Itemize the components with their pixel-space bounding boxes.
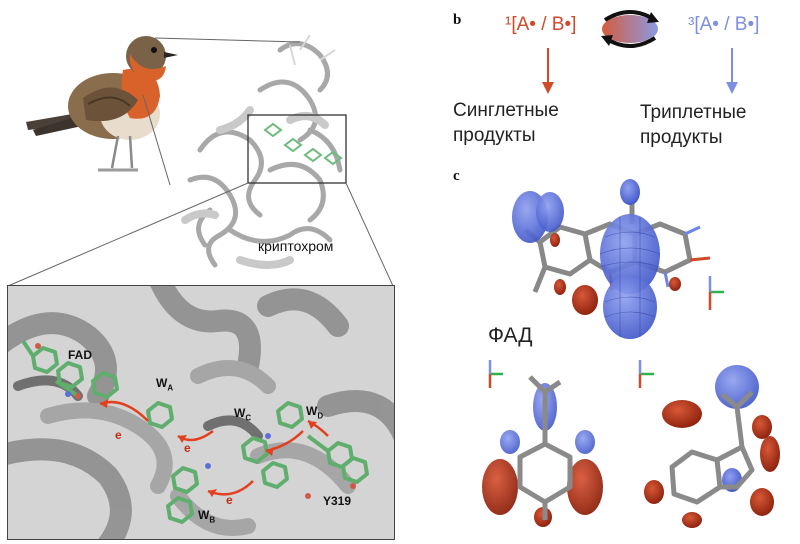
- wb-text: W: [198, 508, 210, 522]
- singlet-products-line2: продукты: [453, 125, 536, 146]
- cryptochrome-protein-structure: [181, 34, 343, 269]
- singlet-products-line1: Синглетные: [453, 100, 559, 121]
- triplet-arrow: [726, 48, 738, 94]
- singlet-state-label: ¹[A• / B•]: [505, 14, 577, 35]
- tryptophan-spin-density-left: [482, 360, 603, 527]
- wb-label: WB: [198, 508, 215, 524]
- fad-inset-label: FAD: [68, 348, 92, 362]
- electron-label-3: e: [226, 493, 233, 507]
- triplet-state-label: ³[A• / B•]: [688, 14, 760, 35]
- panel-b-letter: b: [453, 12, 462, 28]
- electron-transfer-inset: FAD WA WC WD WB e e e Y319: [7, 285, 395, 540]
- intersystem-crossing-icon: [601, 10, 659, 48]
- wd-label: WD: [306, 404, 323, 420]
- wc-text: W: [234, 406, 246, 420]
- tryptophan-spin-density-right: [638, 360, 780, 528]
- wc-sub: C: [245, 413, 252, 423]
- wb-sub: B: [209, 515, 216, 525]
- triplet-products-line2: продукты: [640, 127, 723, 148]
- inset-ribbons: [8, 286, 394, 539]
- wd-sub: D: [317, 411, 324, 421]
- wa-label: WA: [156, 376, 173, 392]
- singlet-products-label: Синглетные продукты: [453, 98, 559, 148]
- wd-text: W: [306, 404, 318, 418]
- triplet-products-label: Триплетные продукты: [640, 100, 746, 150]
- y319-label: Y319: [323, 494, 352, 508]
- singlet-arrow: [542, 48, 554, 94]
- wa-text: W: [156, 376, 168, 390]
- wc-label: WC: [234, 406, 251, 422]
- electron-label-1: e: [115, 428, 122, 442]
- electron-label-2: e: [184, 441, 191, 455]
- fad-label: ФАД: [488, 324, 533, 347]
- connector-lines: [7, 37, 394, 287]
- fad-spin-density-figure: [512, 179, 724, 339]
- panel-a: криптохром: [7, 34, 395, 540]
- triplet-products-line1: Триплетные: [640, 102, 747, 123]
- panel-c-letter: c: [453, 168, 460, 184]
- protein-label: криптохром: [258, 238, 334, 254]
- wa-sub: A: [167, 383, 174, 393]
